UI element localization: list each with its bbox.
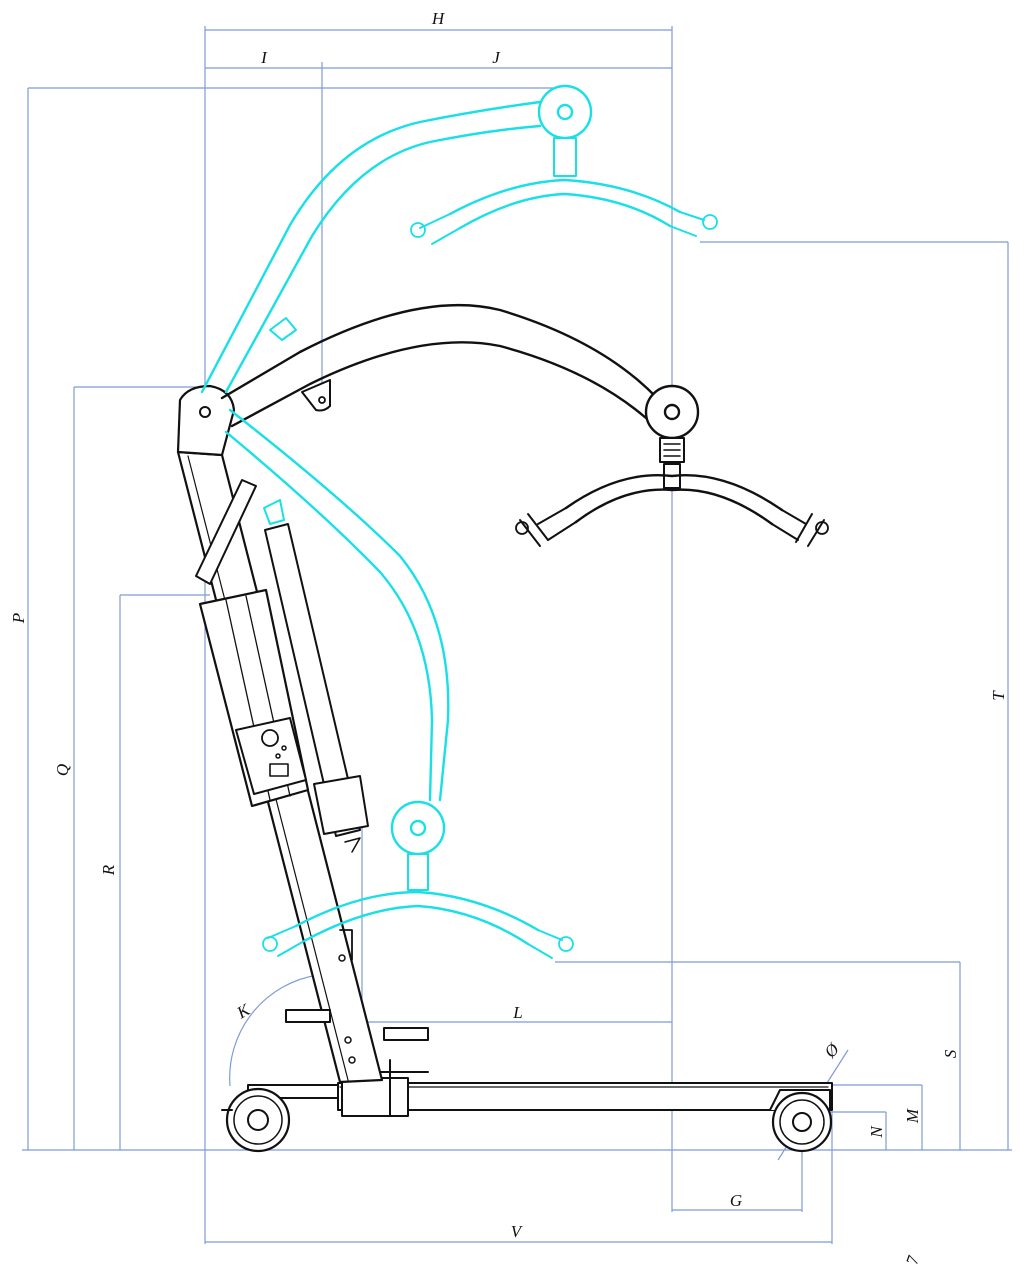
base-frame [247, 1059, 833, 1117]
mast [176, 384, 429, 1084]
boom-arm [220, 303, 657, 428]
front-wheel [771, 1091, 833, 1153]
dim-label-O: Ø [820, 1039, 844, 1062]
spreader-bar [515, 384, 829, 547]
dim-label-R: R [99, 864, 118, 876]
corner-mark: 7 [902, 1252, 923, 1266]
actuator [264, 523, 369, 853]
dim-label-N: N [867, 1125, 886, 1139]
dim-label-S: S [941, 1049, 960, 1058]
dim-label-G: G [730, 1191, 742, 1210]
control-box [198, 588, 310, 808]
dim-label-I: I [260, 48, 268, 67]
boom-arm-lowered-position [224, 408, 574, 959]
dim-label-T: T [989, 690, 1008, 701]
rear-wheel [221, 1087, 291, 1153]
dim-label-Q: Q [53, 764, 72, 776]
push-handle [195, 479, 257, 585]
dim-label-J: J [492, 48, 501, 67]
dim-label-P: P [9, 613, 28, 624]
dim-label-M: M [903, 1108, 922, 1124]
dim-label-K: K [233, 999, 255, 1022]
dimension-labels: H I J P Q R T S K L M N Ø G V 7 [9, 9, 1008, 1266]
boom-arm-raised-position [200, 84, 718, 394]
dim-label-V: V [511, 1222, 524, 1241]
dim-label-L: L [512, 1003, 522, 1022]
dim-label-H: H [431, 9, 446, 28]
dimension-lines [22, 26, 1012, 1244]
